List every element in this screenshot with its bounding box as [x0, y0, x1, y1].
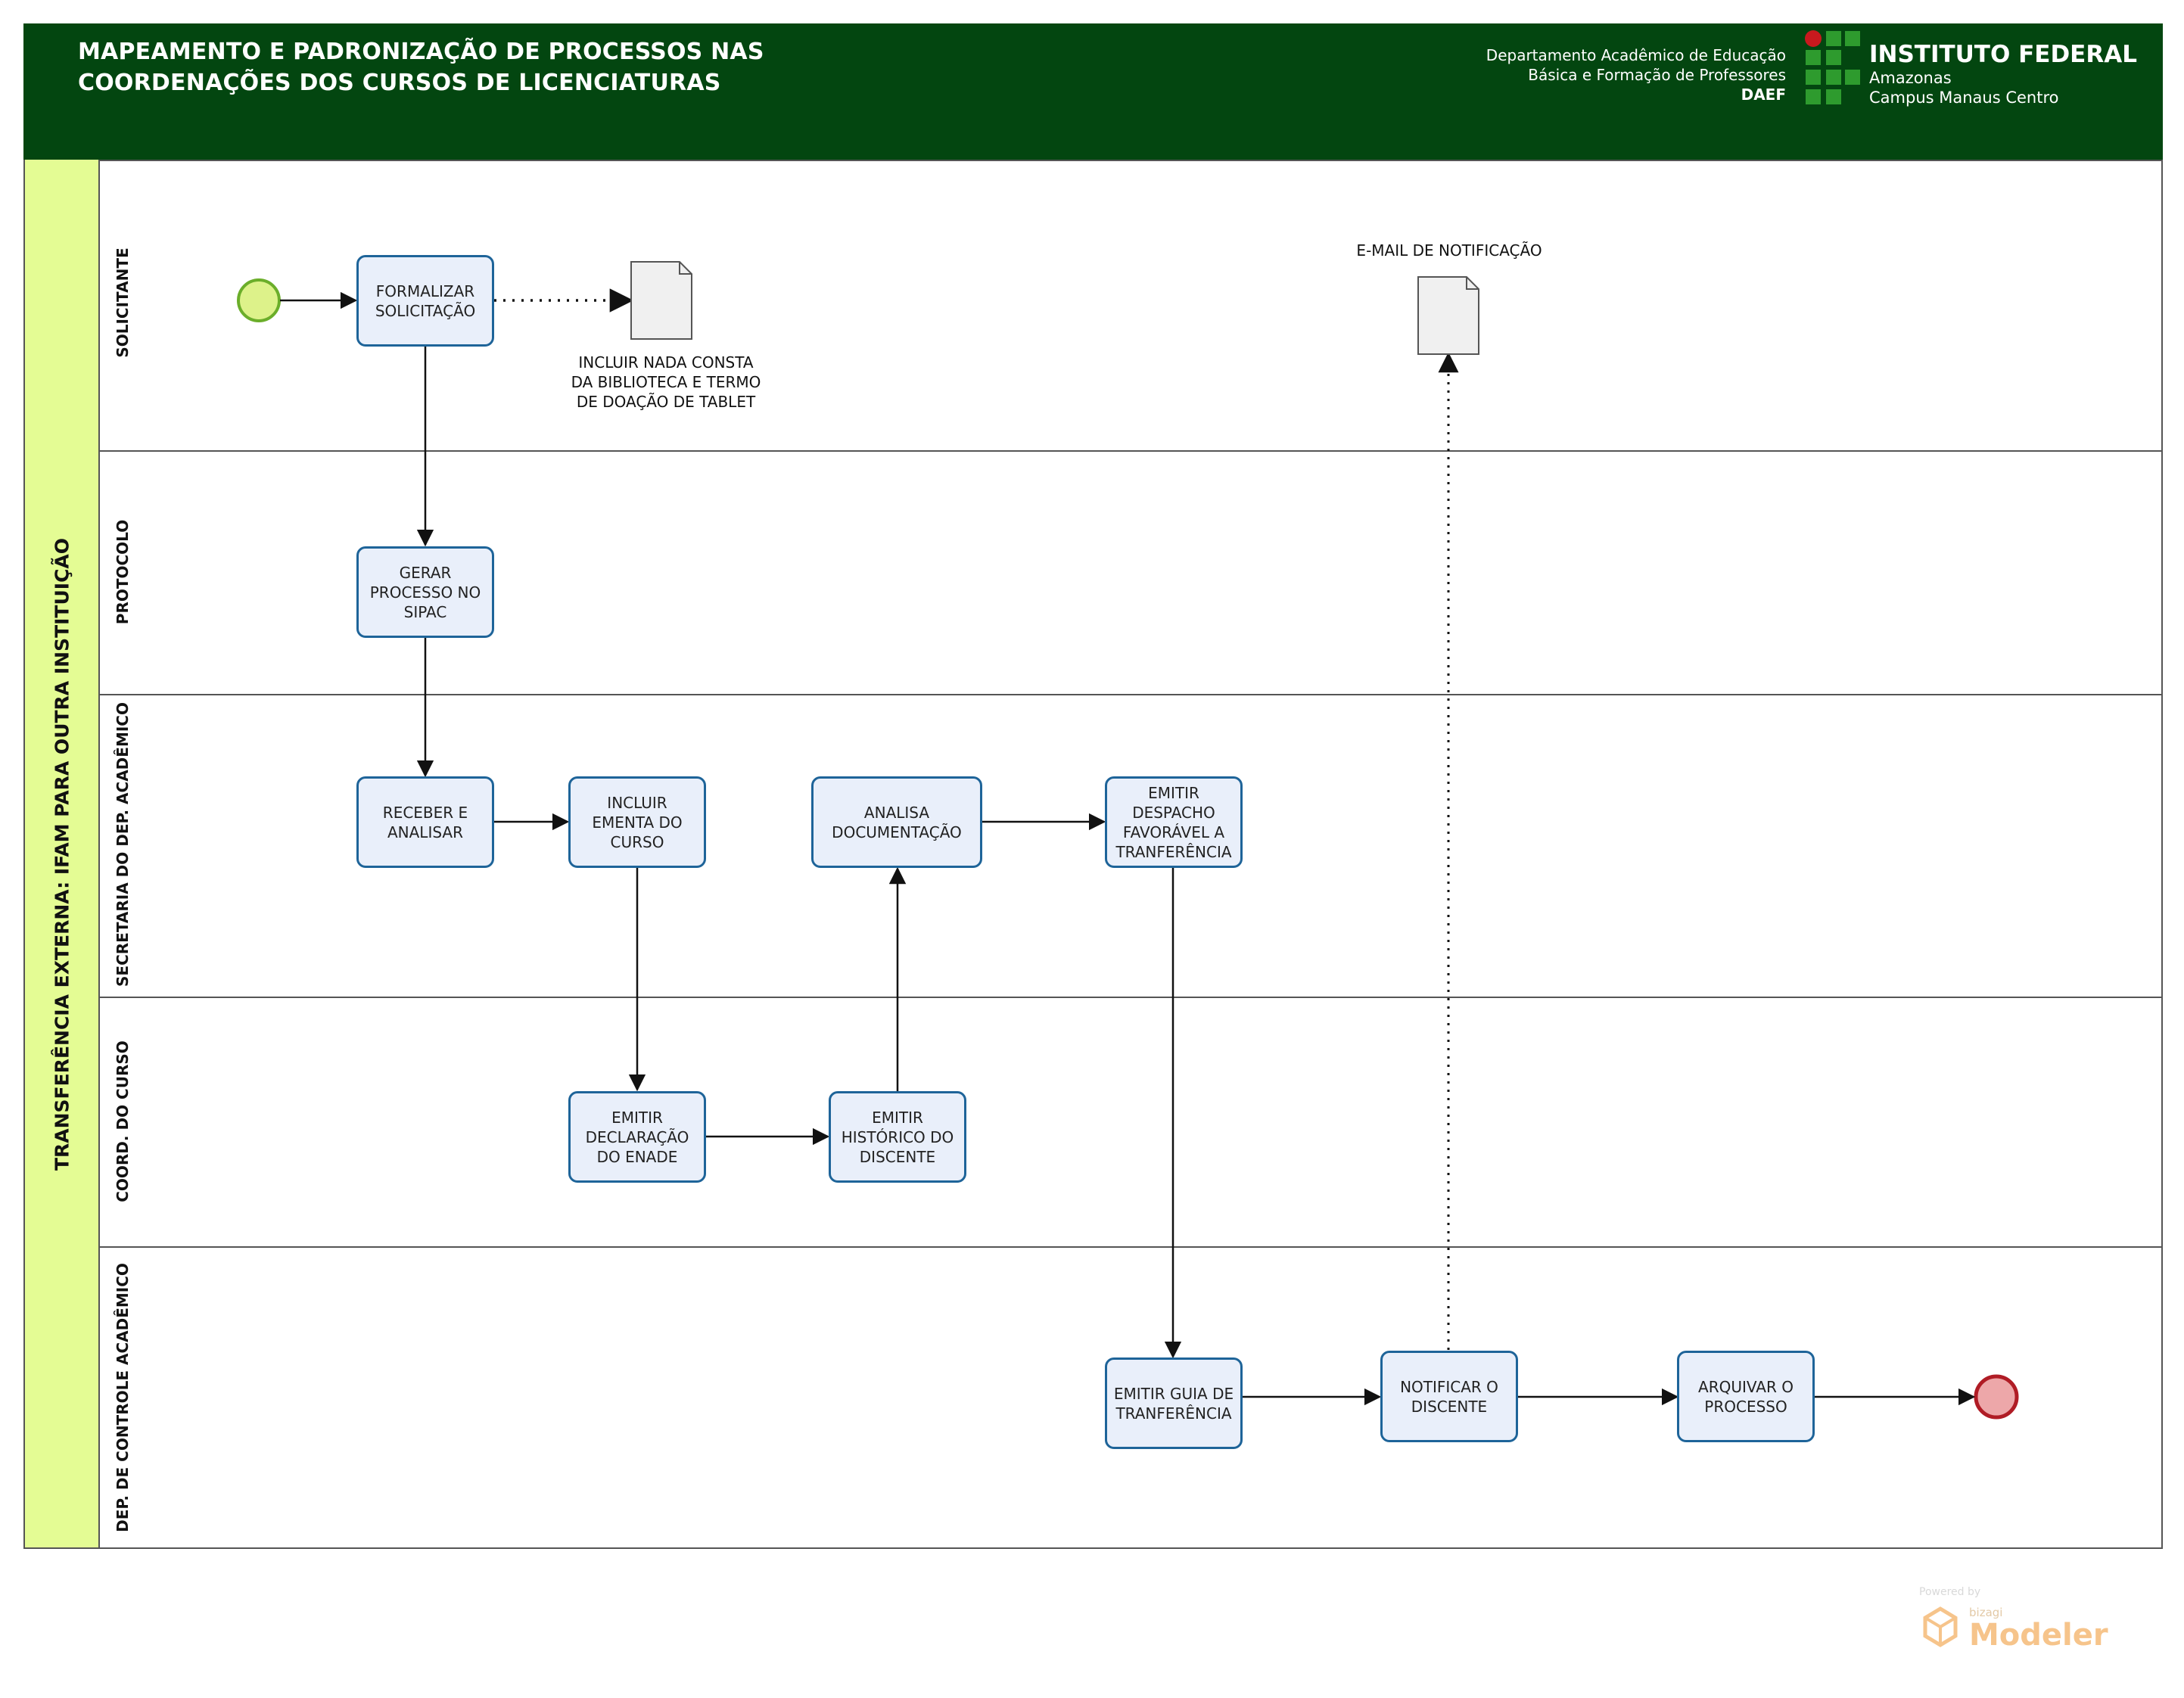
- title-line-2: COORDENAÇÕES DOS CURSOS DE LICENCIATURAS: [78, 70, 721, 96]
- page-title: MAPEAMENTO E PADRONIZAÇÃO DE PROCESSOS N…: [78, 36, 764, 98]
- task-label: RECEBER E ANALISAR: [382, 803, 468, 841]
- institution-name: INSTITUTO FEDERAL: [1869, 41, 2137, 68]
- task-label: NOTIFICAR O DISCENTE: [1400, 1377, 1498, 1416]
- department-line-2: Básica e Formação de Professores: [1528, 66, 1786, 84]
- document-email-label: E-MAIL DE NOTIFICAÇÃO: [1356, 241, 1542, 260]
- department-info: Departamento Acadêmico de Educação Básic…: [1486, 45, 1786, 104]
- institute-logo-icon: [1805, 30, 1860, 104]
- task-incluir-ementa[interactable]: INCLUIR EMENTA DO CURSO: [568, 776, 706, 868]
- institution-state: Amazonas: [1869, 69, 1952, 87]
- lane-divider: [100, 450, 2163, 452]
- task-emitir-despacho[interactable]: EMITIR DESPACHO FAVORÁVEL A TRANFERÊNCIA: [1105, 776, 1243, 868]
- institution-campus: Campus Manaus Centro: [1869, 89, 2059, 107]
- task-arquivar-processo[interactable]: ARQUIVAR O PROCESSO: [1677, 1351, 1815, 1442]
- department-acronym: DAEF: [1741, 86, 1786, 104]
- bizagi-modeler-logo-icon: bizagi Modeler: [1923, 1606, 2108, 1653]
- title-line-1: MAPEAMENTO E PADRONIZAÇÃO DE PROCESSOS N…: [78, 39, 764, 65]
- task-label: FORMALIZAR SOLICITAÇÃO: [375, 281, 476, 320]
- task-notificar-discente[interactable]: NOTIFICAR O DISCENTE: [1380, 1351, 1518, 1442]
- document-email-icon[interactable]: [1417, 276, 1479, 355]
- task-gerar-processo[interactable]: GERAR PROCESSO NO SIPAC: [356, 546, 494, 638]
- task-emitir-historico[interactable]: EMITIR HISTÓRICO DO DISCENTE: [829, 1091, 966, 1183]
- task-formalizar-solicitacao[interactable]: FORMALIZAR SOLICITAÇÃO: [356, 255, 494, 347]
- watermark-vendor: bizagi: [1969, 1606, 2002, 1619]
- task-label: ARQUIVAR O PROCESSO: [1698, 1377, 1794, 1416]
- task-label: INCLUIR EMENTA DO CURSO: [592, 793, 683, 851]
- start-event[interactable]: [237, 278, 281, 322]
- task-analisa-documentacao[interactable]: ANALISA DOCUMENTAÇÃO: [811, 776, 982, 868]
- task-label: ANALISA DOCUMENTAÇÃO: [832, 803, 962, 841]
- task-label: EMITIR HISTÓRICO DO DISCENTE: [841, 1108, 954, 1166]
- task-label: EMITIR DECLARAÇÃO DO ENADE: [585, 1108, 689, 1166]
- task-receber-analisar[interactable]: RECEBER E ANALISAR: [356, 776, 494, 868]
- lane-divider: [100, 1246, 2163, 1248]
- task-emitir-guia[interactable]: EMITIR GUIA DE TRANFERÊNCIA: [1105, 1357, 1243, 1449]
- watermark-product: Modeler: [1969, 1618, 2108, 1653]
- institution-block: INSTITUTO FEDERAL Amazonas Campus Manaus…: [1869, 41, 2137, 107]
- pool-header: [23, 160, 100, 1549]
- lane-divider: [100, 997, 2163, 998]
- end-event[interactable]: [1974, 1374, 2019, 1420]
- department-line-1: Departamento Acadêmico de Educação: [1486, 46, 1786, 64]
- lane-divider: [100, 694, 2163, 695]
- task-label: EMITIR DESPACHO FAVORÁVEL A TRANFERÊNCIA: [1115, 783, 1232, 861]
- watermark-powered-by: Powered by: [1919, 1586, 1981, 1598]
- document-nada-consta-label: INCLUIR NADA CONSTA DA BIBLIOTECA E TERM…: [571, 353, 761, 411]
- task-emitir-declaracao-enade[interactable]: EMITIR DECLARAÇÃO DO ENADE: [568, 1091, 706, 1183]
- task-label: EMITIR GUIA DE TRANFERÊNCIA: [1113, 1384, 1234, 1423]
- document-nada-consta-icon[interactable]: [630, 261, 692, 340]
- task-label: GERAR PROCESSO NO SIPAC: [369, 563, 481, 621]
